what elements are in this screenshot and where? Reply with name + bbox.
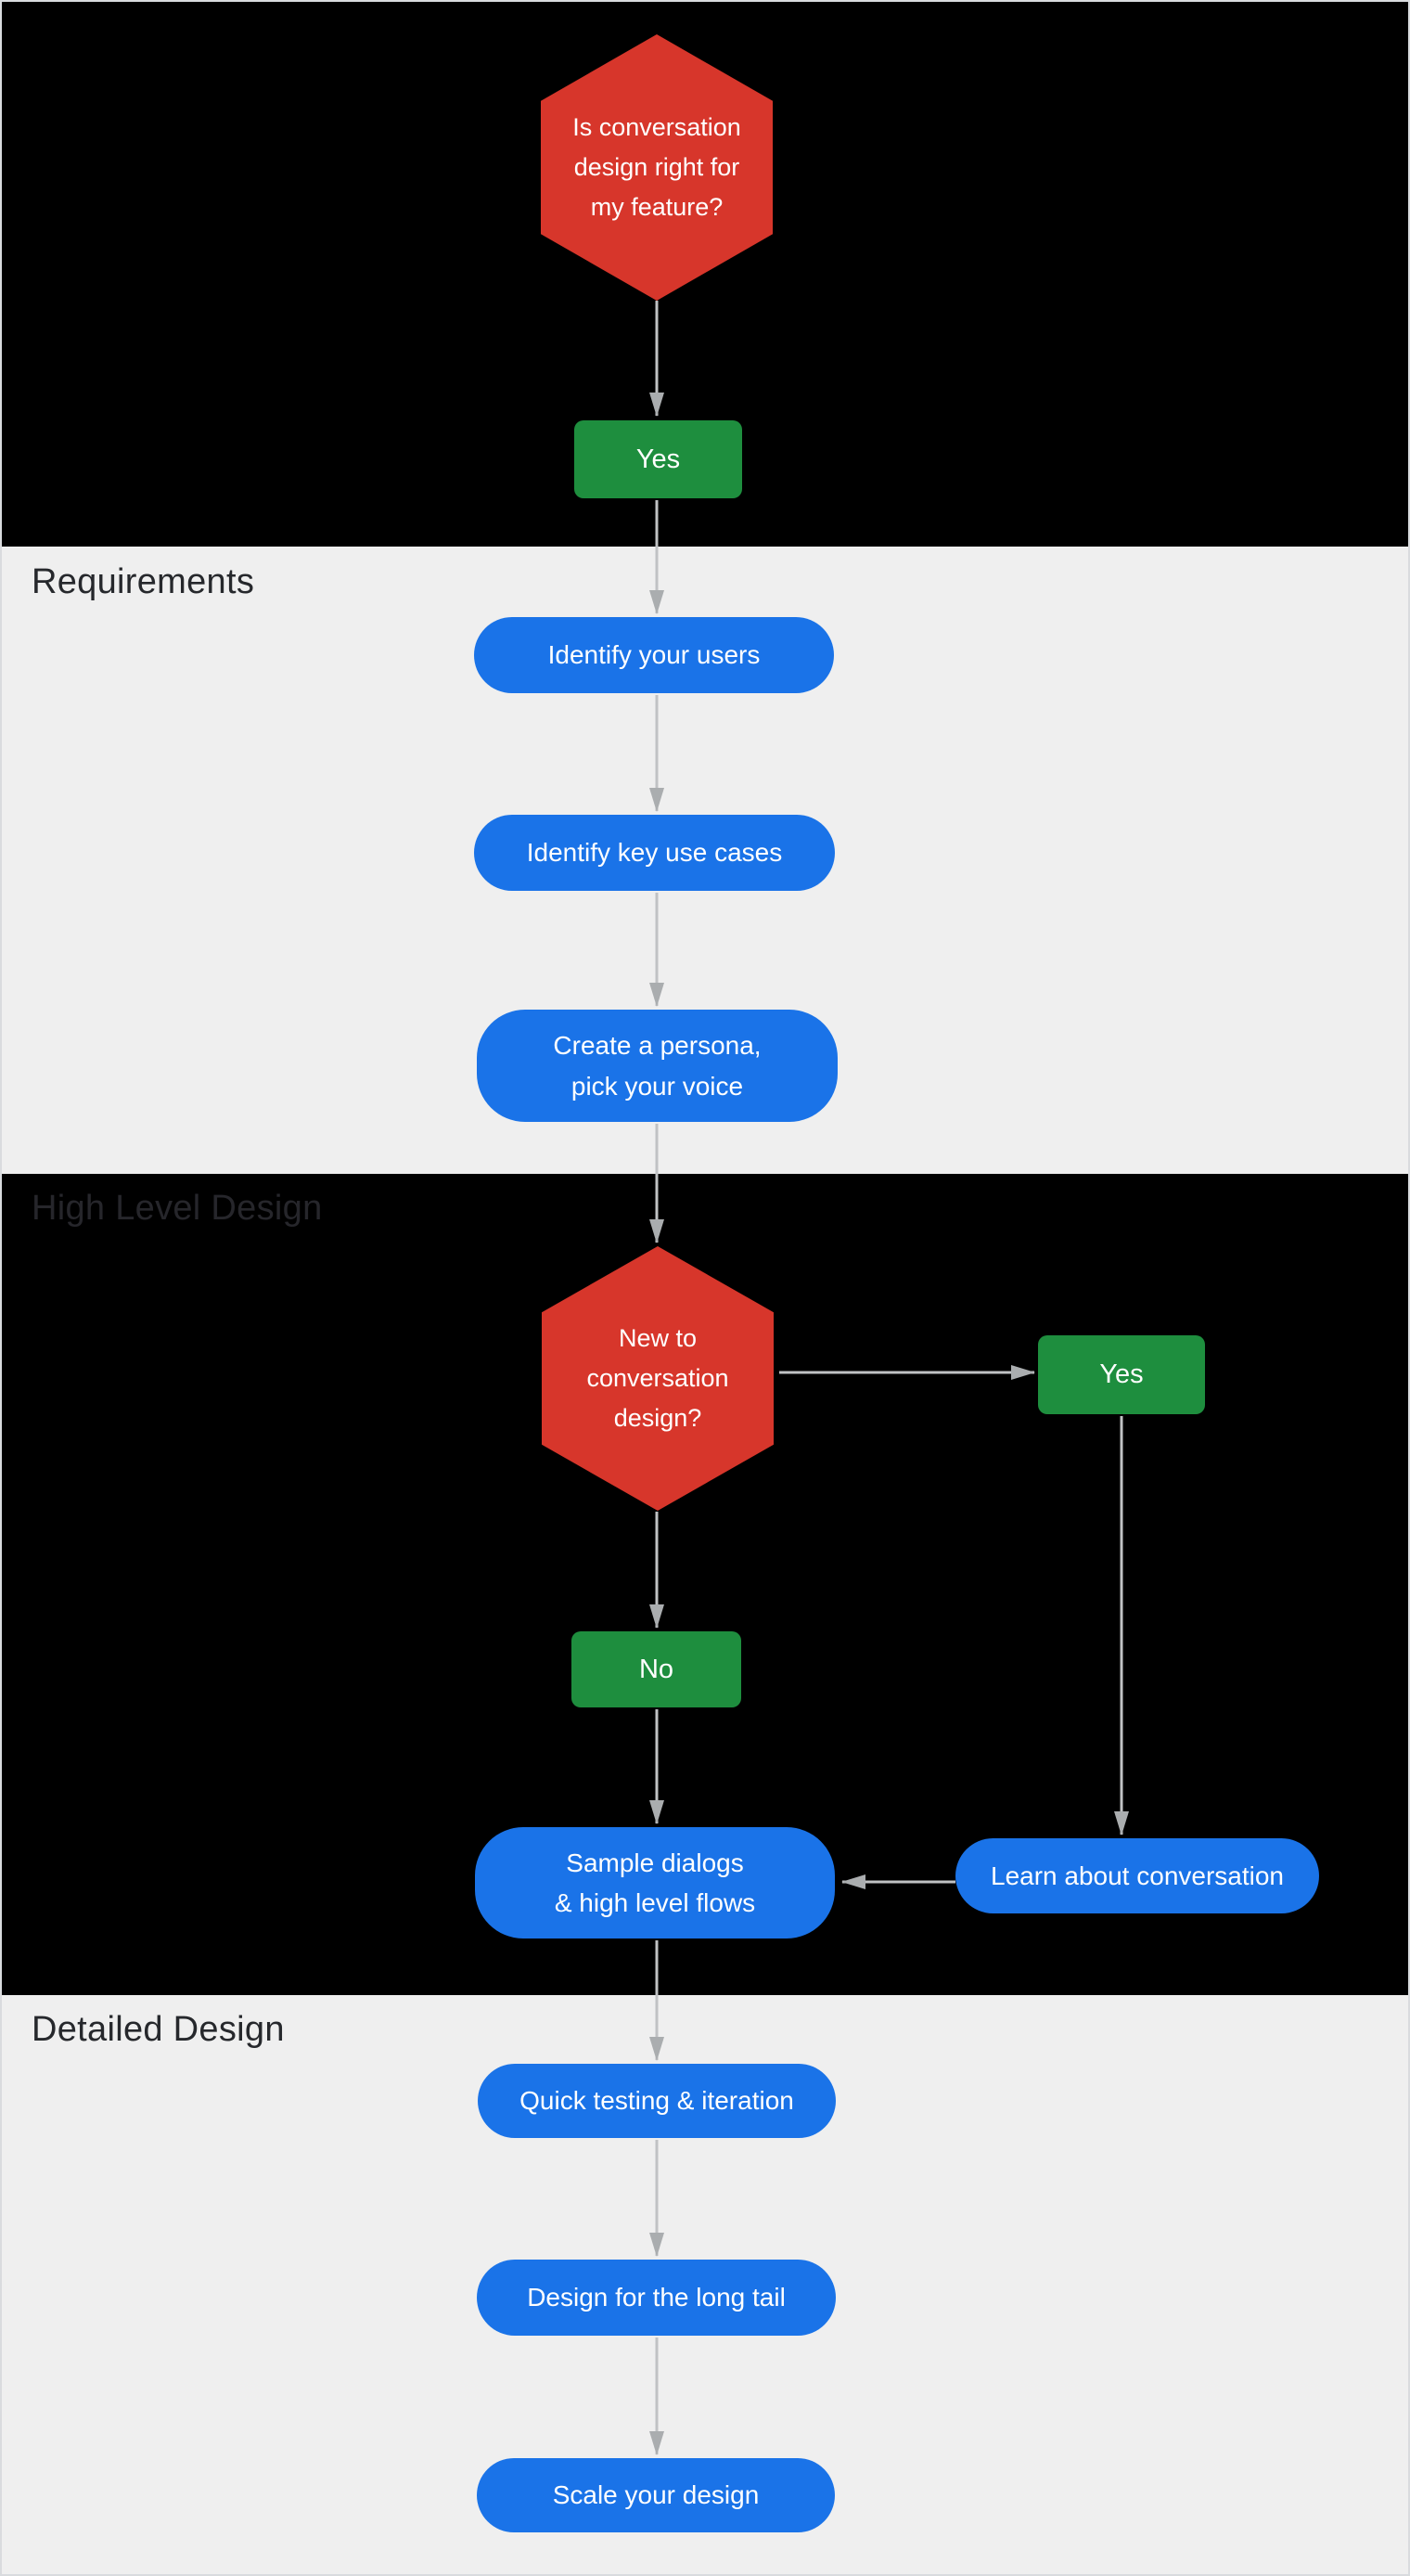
step-scale-your-design[interactable]: Scale your design — [477, 2458, 835, 2532]
yes-button-start[interactable]: Yes — [574, 420, 742, 498]
section-label-high-level-design: High Level Design — [32, 1189, 323, 1228]
step-identify-key-use-cases[interactable]: Identify key use cases — [474, 815, 835, 891]
step-identify-your-users[interactable]: Identify your users — [474, 617, 834, 693]
step-quick-testing-iteration[interactable]: Quick testing & iteration — [478, 2064, 836, 2138]
section-label-detailed-design: Detailed Design — [32, 2010, 285, 2049]
step-sample-dialogs-high-level-flows[interactable]: Sample dialogs & high level flows — [475, 1827, 835, 1938]
no-button-new-to-design[interactable]: No — [571, 1631, 741, 1707]
step-learn-about-conversation[interactable]: Learn about conversation — [955, 1838, 1319, 1913]
step-create-persona-pick-voice[interactable]: Create a persona, pick your voice — [477, 1010, 838, 1122]
yes-button-new-to-design[interactable]: Yes — [1038, 1335, 1205, 1414]
decision-is-conversation-design-right: Is conversation design right for my feat… — [541, 34, 773, 301]
step-design-for-long-tail[interactable]: Design for the long tail — [477, 2260, 836, 2336]
decision-new-to-conversation-design: New to conversation design? — [542, 1246, 774, 1511]
section-label-requirements: Requirements — [32, 562, 255, 601]
